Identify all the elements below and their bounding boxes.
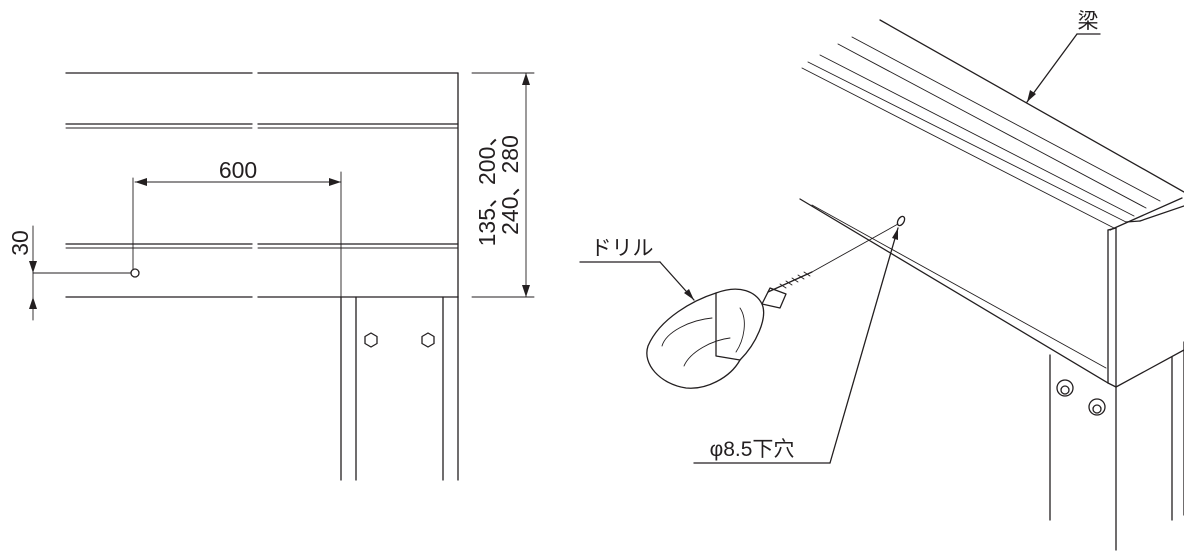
beam-label: 梁 — [1078, 10, 1099, 33]
drill-icon — [646, 271, 813, 389]
dimension-30 — [29, 225, 132, 321]
drill-axis-line — [811, 223, 899, 273]
beam-top-flange — [801, 19, 1184, 229]
column-elevation — [340, 296, 459, 481]
beam-front-face — [799, 198, 1184, 388]
dimension-600 — [132, 171, 342, 298]
hex-bolt-right — [421, 332, 435, 348]
beam-callout — [1026, 33, 1101, 103]
pilot-hole-label: φ8.5下穴 — [710, 438, 795, 461]
isometric-bolt-upper — [1056, 379, 1074, 397]
beam-isometric-view — [646, 19, 1184, 551]
hex-bolt-left — [364, 332, 378, 348]
isometric-bolt-lower — [1088, 398, 1106, 416]
column-isometric — [1049, 341, 1184, 551]
pilot-hole-marker — [130, 268, 140, 278]
beam-end-flange — [1109, 197, 1183, 231]
dimension-600-label: 600 — [219, 157, 257, 183]
dimension-30-label: 30 — [7, 230, 33, 256]
beam-flange-line-lower — [65, 243, 459, 249]
beam-elevation-view: 600 30 135、200、 240、280 — [7, 72, 535, 481]
beam-height-label-line2: 240、280 — [497, 135, 523, 235]
drill-callout — [579, 261, 695, 301]
beam-height-label-line1: 135、200、 — [474, 124, 500, 247]
pilot-hole-callout — [693, 227, 899, 464]
drill-label: ドリル — [591, 237, 654, 260]
dimension-beam-height — [471, 72, 535, 298]
beam-flange-line-upper — [65, 123, 459, 129]
pilot-hole-isometric — [896, 215, 906, 227]
